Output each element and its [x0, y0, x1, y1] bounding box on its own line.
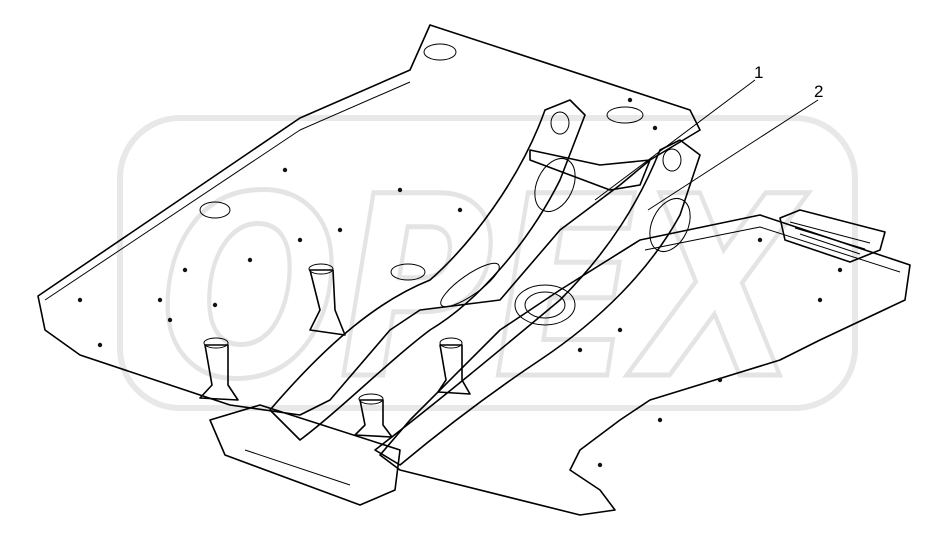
bolt-hole — [157, 297, 163, 303]
left-deck-outline — [37, 24, 701, 416]
watermark: OPEX — [117, 115, 858, 437]
callout-1-label: 1 — [754, 63, 763, 82]
post-2 — [199, 344, 239, 401]
beam-right — [374, 139, 701, 466]
opening-4 — [390, 263, 426, 281]
callout-2-leader — [647, 99, 819, 211]
opening-2 — [606, 106, 644, 124]
bolt-hole — [282, 167, 288, 173]
swing-bearing-inner — [524, 291, 566, 319]
step-plate — [779, 209, 886, 263]
bolt-hole — [182, 267, 188, 273]
beam-left — [269, 99, 586, 441]
swing-bearing-ring — [514, 284, 576, 326]
right-deck-outline — [379, 214, 911, 516]
mount-posts — [199, 263, 471, 438]
bolt-hole — [247, 257, 253, 263]
bolt-hole — [837, 267, 843, 273]
post-1-top — [308, 263, 334, 275]
right-deck-inner-edge — [644, 226, 901, 273]
callout-1-leader — [594, 79, 756, 201]
bolt-hole — [657, 417, 663, 423]
watermark-frame — [117, 115, 858, 411]
pin-hole-left — [550, 111, 570, 135]
bolt-hole — [167, 317, 173, 323]
watermark-text: OPEX — [160, 143, 809, 434]
post-2-top — [203, 337, 229, 349]
opening-3 — [199, 201, 231, 219]
beam-cutout-1 — [534, 158, 576, 212]
bolt-hole — [717, 377, 723, 383]
bolt-hole — [212, 302, 218, 308]
bolt-hole — [817, 297, 823, 303]
opening-1 — [423, 43, 457, 61]
bolt-holes — [77, 97, 843, 468]
bolt-hole — [757, 237, 763, 243]
post-4-top — [358, 393, 384, 405]
callout-2-label: 2 — [814, 82, 823, 101]
deck-openings — [199, 43, 644, 281]
beam-cutout-3 — [440, 262, 500, 308]
main-beams — [269, 99, 701, 466]
beam-cutout-2 — [649, 198, 691, 252]
bolt-hole — [77, 297, 83, 303]
bolt-hole — [397, 187, 403, 193]
bolt-hole — [627, 97, 633, 103]
post-3 — [437, 344, 471, 395]
bolt-hole — [652, 125, 658, 131]
upper-frame — [37, 24, 911, 516]
bolt-hole — [97, 342, 103, 348]
post-3-top — [439, 337, 463, 349]
front-bracket-slot — [244, 449, 351, 486]
bolt-hole — [577, 347, 583, 353]
bolt-hole — [617, 327, 623, 333]
step-plate-treads — [789, 221, 871, 255]
front-bracket — [209, 404, 401, 506]
left-deck-inner-edge — [44, 81, 411, 301]
pin-hole-right — [662, 148, 682, 172]
bolt-hole — [457, 207, 463, 213]
bolt-hole — [297, 237, 303, 243]
bolt-hole — [337, 227, 343, 233]
cross-member — [529, 149, 651, 191]
callouts: 1 2 — [594, 63, 823, 211]
bolt-hole — [597, 462, 603, 468]
